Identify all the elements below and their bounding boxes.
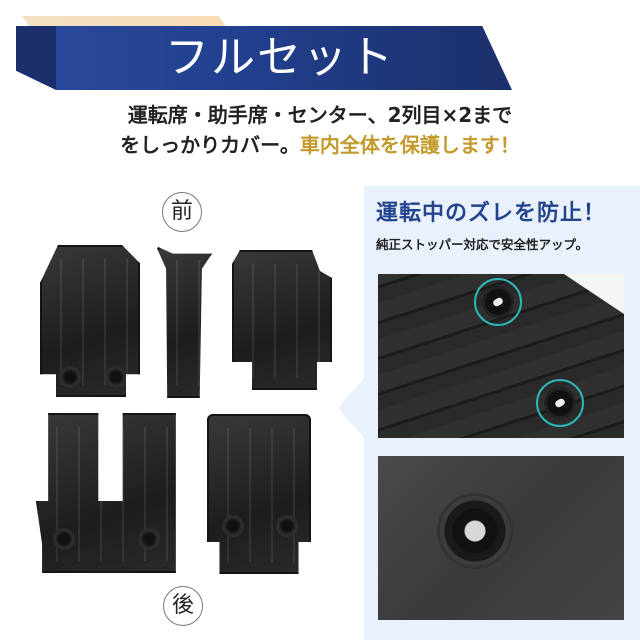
feature-title: 運転中のズレを防止！ (376, 201, 607, 226)
stopper-hole (62, 369, 78, 385)
title-banner (16, 26, 512, 90)
highlight-ring-icon (474, 278, 522, 326)
rear-right-mat-image (207, 414, 311, 574)
stopper-hole (56, 531, 72, 547)
center-console-mat-image (156, 246, 212, 398)
rear-badge: 後 (163, 586, 203, 626)
stopper-hole (225, 518, 241, 534)
banner-accent-stripe (22, 16, 227, 28)
highlight-ring-icon (536, 379, 584, 427)
intro-text: 運転席・助手席・センター、2列目×2まで をしっかりカバー。車内全体を保護します… (0, 100, 640, 160)
passenger-seat-mat-image (232, 250, 332, 390)
stopper-hole (108, 369, 124, 385)
feature-subtitle: 純正ストッパー対応で安全性アップ。 (376, 237, 589, 252)
stopper-clip-icon (440, 496, 510, 566)
rear-left-mat-image (36, 413, 176, 573)
banner-title: フルセット (165, 32, 395, 83)
intro-line-1: 運転席・助手席・センター、2列目×2まで (127, 103, 513, 127)
front-badge: 前 (162, 192, 202, 232)
intro-line-2: をしっかりカバー。車内全体を保護します！ (0, 130, 640, 160)
panel-pointer-arrow (338, 378, 364, 438)
driver-seat-mat-image (40, 245, 140, 397)
stopper-hole (141, 531, 157, 547)
intro-line-2-highlight: 車内全体を保護します！ (299, 133, 520, 157)
stopper-hole (279, 518, 295, 534)
intro-line-2-plain: をしっかりカバー。 (120, 133, 300, 157)
